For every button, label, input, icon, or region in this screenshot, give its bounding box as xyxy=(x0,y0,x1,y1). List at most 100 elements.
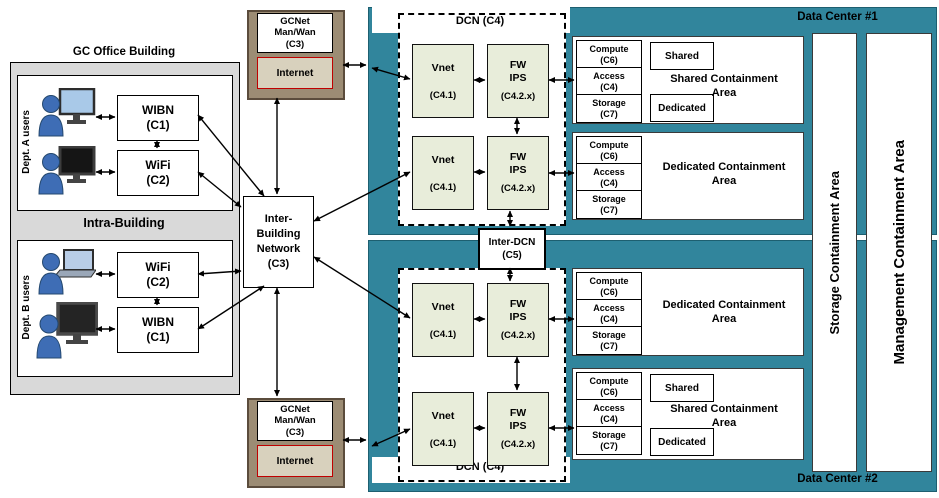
dc2-vnet-top-box: Vnet (C4.1) xyxy=(412,283,474,357)
intra-building-label: Intra-Building xyxy=(83,216,165,230)
dc2-vnet-bottom-name: Vnet xyxy=(431,409,455,422)
storage-containment-bar: Storage Containment Area xyxy=(812,33,857,472)
ibn-line4: (C3) xyxy=(267,257,290,270)
internet-bottom-box: Internet xyxy=(257,445,333,477)
dc1-shared-compute-name: Compute xyxy=(589,44,629,55)
data-center-2-title: Data Center #2 xyxy=(797,473,878,485)
dc2-shared-storage-code: (C7) xyxy=(600,440,618,451)
dc1-shared-storage-name: Storage xyxy=(592,98,626,109)
wibn-c1-top-name: WIBN xyxy=(142,103,174,117)
gcnet-bottom-line3: (C3) xyxy=(285,426,305,438)
dc2-fw-ips-top-box: FW IPS (C4.2.x) xyxy=(487,283,549,357)
management-containment-bar: Management Containment Area xyxy=(866,33,932,472)
dept-b-user-2-icon xyxy=(36,301,99,367)
dc1-shared-storage-box: Storage (C7) xyxy=(576,94,642,123)
dc2-shared-caption-line2: Area xyxy=(711,417,737,430)
dc1-shared-storage-code: (C7) xyxy=(600,108,618,119)
dept-a-user-2-icon xyxy=(38,145,96,203)
dc2-fw-bottom-code: (C4.2.x) xyxy=(500,438,536,450)
dc2-vnet-bottom-box: Vnet (C4.1) xyxy=(412,392,474,466)
dc2-fw-bottom-line2: IPS xyxy=(509,419,527,432)
dc1-dedicated-compute-box: Compute (C6) xyxy=(576,136,642,165)
dc2-vnet-top-name: Vnet xyxy=(431,300,455,313)
dc2-shared-storage-name: Storage xyxy=(592,430,626,441)
dept-a-user-1-icon xyxy=(38,87,96,145)
dc1-dedicated-box: Dedicated xyxy=(650,94,714,122)
gcnet-bottom-line2: Man/Wan xyxy=(274,415,316,427)
dc2-dedicated-access-box: Access (C4) xyxy=(576,299,642,328)
dc2-dedicated-compute-box: Compute (C6) xyxy=(576,272,642,301)
dc1-dedicated-access-box: Access (C4) xyxy=(576,163,642,192)
dc1-dedicated-access-code: (C4) xyxy=(600,177,618,188)
wifi-c2-top-box: WiFi (C2) xyxy=(117,150,199,196)
dc1-vnet-top-code: (C4.1) xyxy=(429,89,457,101)
dc2-dedicated-compute-code: (C6) xyxy=(600,286,618,297)
dc1-vnet-bottom-code: (C4.1) xyxy=(429,181,457,193)
dc2-dedicated-caption-line1: Dedicated Containment xyxy=(662,299,786,311)
dept-b-user-1-icon xyxy=(38,246,97,303)
inter-dcn-line2: (C5) xyxy=(502,250,522,261)
dc2-shared-access-code: (C4) xyxy=(600,413,618,424)
inter-dcn-line1: Inter-DCN xyxy=(488,237,536,248)
dc1-shared-box: Shared xyxy=(650,42,714,70)
dc1-vnet-top-box: Vnet (C4.1) xyxy=(412,44,474,118)
wifi-c2-bottom-box: WiFi (C2) xyxy=(117,252,199,298)
dc1-shared-caption: Shared Containment Area xyxy=(648,72,800,101)
ibn-line1: Inter- xyxy=(264,213,293,226)
management-containment-label: Management Containment Area xyxy=(890,140,908,365)
dc1-dedicated-storage-name: Storage xyxy=(592,194,626,205)
office-building-title: GC Office Building xyxy=(72,46,176,58)
gcnet-top-label-box: GCNet Man/Wan (C3) xyxy=(257,13,333,53)
dc1-fw-bottom-code: (C4.2.x) xyxy=(500,182,536,194)
dc2-dedicated-compute-name: Compute xyxy=(589,276,629,287)
dc2-vnet-bottom-code: (C4.1) xyxy=(429,437,457,449)
inter-dcn-box: Inter-DCN (C5) xyxy=(478,228,546,270)
dc1-fw-bottom-line2: IPS xyxy=(509,163,527,176)
dept-b-label: Dept. B users xyxy=(21,274,32,340)
inter-building-network-box: Inter- Building Network (C3) xyxy=(243,196,314,288)
dc2-shared-compute-name: Compute xyxy=(589,376,629,387)
dc2-shared-access-name: Access xyxy=(593,403,625,414)
dc1-vnet-top-name: Vnet xyxy=(431,61,455,74)
dc1-shared-compute-box: Compute (C6) xyxy=(576,40,642,69)
storage-containment-label: Storage Containment Area xyxy=(827,170,842,335)
dc2-fw-top-line1: FW xyxy=(509,298,527,311)
dc1-fw-top-code: (C4.2.x) xyxy=(500,90,536,102)
ibn-line3: Network xyxy=(256,243,301,255)
dc2-shared-caption-line1: Shared Containment xyxy=(670,403,778,415)
dc1-dedicated-storage-code: (C7) xyxy=(600,204,618,215)
dc1-shared-compute-code: (C6) xyxy=(600,54,618,65)
dc1-dedicated-storage-box: Storage (C7) xyxy=(576,190,642,219)
dc2-dedicated-storage-code: (C7) xyxy=(600,340,618,351)
dc2-fw-top-line2: IPS xyxy=(509,310,527,323)
dc1-dcn-label: DCN (C4) xyxy=(455,15,505,27)
dc1-shared-access-box: Access (C4) xyxy=(576,67,642,96)
wifi-c2-bottom-code: (C2) xyxy=(146,275,170,289)
wifi-c2-top-name: WiFi xyxy=(145,158,171,172)
dc1-shared-caption-line1: Shared Containment xyxy=(670,73,778,85)
dc2-fw-top-code: (C4.2.x) xyxy=(500,329,536,341)
dc2-dedicated-caption: Dedicated Containment Area xyxy=(648,298,800,327)
dc2-dedicated-access-name: Access xyxy=(593,303,625,314)
dc2-shared-compute-code: (C6) xyxy=(600,386,618,397)
dc2-shared-compute-box: Compute (C6) xyxy=(576,372,642,401)
dept-b-label-wrap: Dept. B users xyxy=(18,243,35,371)
wifi-c2-bottom-name: WiFi xyxy=(145,260,171,274)
dc2-fw-ips-bottom-box: FW IPS (C4.2.x) xyxy=(487,392,549,466)
dc1-shared-access-code: (C4) xyxy=(600,81,618,92)
dc1-dedicated-caption-line2: Area xyxy=(711,175,737,188)
dc1-fw-ips-top-box: FW IPS (C4.2.x) xyxy=(487,44,549,118)
dc1-vnet-bottom-box: Vnet (C4.1) xyxy=(412,136,474,210)
dc2-dedicated-caption-line2: Area xyxy=(711,313,737,326)
dc1-shared-caption-line2: Area xyxy=(711,87,737,100)
gcnet-bottom-line1: GCNet xyxy=(280,403,310,415)
ibn-line2: Building xyxy=(256,228,301,241)
wibn-c1-bottom-name: WIBN xyxy=(142,315,174,329)
wibn-c1-bottom-code: (C1) xyxy=(146,330,170,344)
wifi-c2-top-code: (C2) xyxy=(146,173,170,187)
gcnet-top-line1: GCNet xyxy=(280,15,310,27)
dc1-fw-top-line2: IPS xyxy=(509,71,527,84)
dc2-fw-bottom-line1: FW xyxy=(509,407,527,420)
wibn-c1-bottom-box: WIBN (C1) xyxy=(117,307,199,353)
